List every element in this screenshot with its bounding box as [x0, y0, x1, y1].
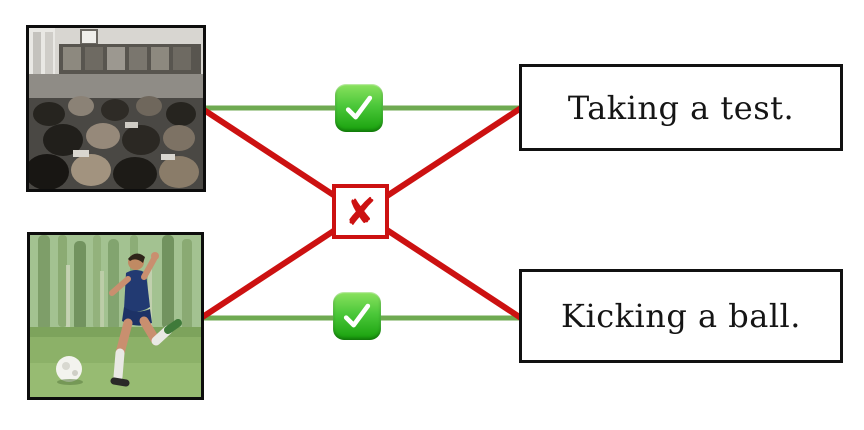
- check-icon: [333, 292, 381, 340]
- cross-glyph: ✘: [344, 189, 377, 234]
- answer-box-kicking-ball[interactable]: Kicking a ball.: [519, 269, 843, 363]
- soccer-photo-art: [30, 235, 201, 397]
- classroom-photo[interactable]: [26, 25, 206, 192]
- check-glyph: [343, 303, 371, 328]
- answer-label: Kicking a ball.: [561, 297, 801, 335]
- classroom-photo-art: [29, 28, 203, 189]
- answer-label: Taking a test.: [567, 88, 795, 127]
- check-glyph: [345, 95, 373, 120]
- soccer-photo[interactable]: [27, 232, 204, 400]
- answer-box-taking-test[interactable]: Taking a test.: [519, 64, 843, 151]
- cross-icon: ✘: [332, 184, 389, 239]
- player-figure: [109, 252, 182, 387]
- check-icon: [335, 84, 383, 132]
